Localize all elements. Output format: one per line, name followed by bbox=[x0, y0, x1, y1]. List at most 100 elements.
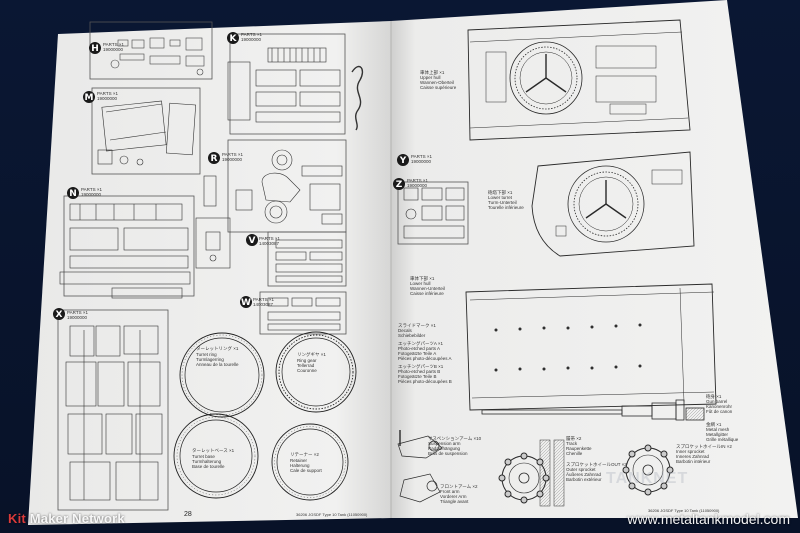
svg-text:K: K bbox=[230, 34, 238, 44]
svg-text:M: M bbox=[85, 93, 94, 103]
lower-hull-jp: 車体下部 ×1 bbox=[410, 275, 435, 282]
lower-hull-fr: Caisse inférieure bbox=[410, 291, 444, 296]
metal-mesh-jp: 金網 ×1 bbox=[706, 421, 722, 428]
right-page: Y Z PARTS ×1 19000000 PARTS ×1 19000000 … bbox=[391, 0, 798, 518]
track-en: Track bbox=[566, 441, 578, 446]
gun-barrel-jp: 砲身 ×1 bbox=[706, 393, 722, 400]
track-de: Raupenkette bbox=[566, 446, 592, 451]
pe-parts-b-fr: Pièces photo-découpées B bbox=[398, 379, 452, 384]
section-h-label: PARTS ×1 bbox=[103, 42, 124, 47]
suspension-arm-en: Suspension arm bbox=[428, 441, 461, 446]
section-v-badge: V bbox=[246, 234, 258, 246]
lower-hull-de: Wannen-Unterteil bbox=[410, 286, 445, 291]
lower-turret-jp: 砲塔下部 ×1 bbox=[488, 189, 513, 196]
section-h-badge: H bbox=[89, 42, 101, 54]
metal-mesh-en: Metal mesh bbox=[706, 427, 730, 432]
section-m-label: PARTS ×1 bbox=[97, 91, 118, 96]
turret-base-jp: ターレットベース ×1 bbox=[192, 447, 235, 454]
inner-sprocket-en: Inner sprocket bbox=[676, 449, 705, 454]
turret-base-de: Turmhalterung bbox=[192, 459, 222, 464]
section-r-badge: R bbox=[208, 152, 220, 164]
section-w-badge: W bbox=[240, 296, 252, 308]
section-x-code: 19000000 bbox=[67, 315, 88, 320]
turret-base-en: Turret base bbox=[192, 454, 215, 459]
left-page: H K M R N V W X PARTS ×1 19000000 PARTS … bbox=[28, 21, 391, 525]
inner-sprocket-jp: スプロケットホイールIN ×2 bbox=[676, 443, 732, 450]
pe-parts-a-de: Fotogeätzte Teile A bbox=[398, 351, 436, 356]
section-z-code: 19000000 bbox=[407, 183, 428, 188]
track-jp: 履帯 ×2 bbox=[566, 435, 582, 442]
decals-de: Schiebebilder bbox=[398, 333, 426, 338]
right-section-badges: Y Z bbox=[393, 154, 409, 190]
gun-barrel-de: Kanonenrohr bbox=[706, 404, 733, 409]
metal-mesh-de: Metallgitter bbox=[706, 432, 729, 437]
pe-parts-a-fr: Pièces photo-découpées A bbox=[398, 356, 452, 361]
left-part-labels: PARTS ×1 19000000 PARTS ×1 19000000 PART… bbox=[67, 32, 326, 473]
watermark-left-prefix: Kit bbox=[8, 511, 26, 526]
section-y-label: PARTS ×1 bbox=[411, 154, 432, 159]
section-k-label: PARTS ×1 bbox=[241, 32, 262, 37]
gun-barrel-en: Gun barrel bbox=[706, 399, 727, 404]
gun-barrel-drawing bbox=[481, 399, 705, 421]
svg-text:Z: Z bbox=[396, 180, 403, 190]
suspension-arm-drawing bbox=[397, 430, 443, 503]
suspension-arm-jp: サスペンションアーム ×10 bbox=[428, 436, 482, 442]
lower-turret-en: Lower turret bbox=[488, 195, 513, 200]
gun-barrel-fr: Fût de canon bbox=[706, 409, 733, 414]
turret-ring-en: Turret ring bbox=[196, 352, 217, 357]
section-z-label: PARTS ×1 bbox=[407, 178, 428, 183]
section-n-label: PARTS ×1 bbox=[81, 187, 102, 192]
turret-ring-jp: ターレットリング ×1 bbox=[196, 345, 239, 352]
ring-gear-fr: Couronne bbox=[297, 368, 317, 373]
turret-sprue-drawing bbox=[397, 181, 469, 245]
svg-text:X: X bbox=[56, 310, 63, 320]
ring-gear-en: Ring gear bbox=[297, 358, 317, 363]
turret-ring-fr: Anneau de la tourelle bbox=[196, 362, 239, 367]
retainer-de: Halterung bbox=[290, 463, 310, 468]
left-page-footer: 36206 JGSDF Type 10 Tank (11050900) bbox=[296, 512, 368, 517]
pe-parts-b-jp: エッチングパーツB ×1 bbox=[398, 363, 444, 370]
upper-hull-jp: 車体上部 ×1 bbox=[420, 69, 445, 76]
section-k-code: 19000000 bbox=[241, 37, 262, 42]
section-m-badge: M bbox=[83, 91, 95, 103]
inner-sprocket-fr: Barbotin intérieur bbox=[676, 459, 711, 464]
front-arm-fr: Triangle avant bbox=[440, 499, 469, 504]
svg-text:H: H bbox=[91, 44, 99, 54]
left-page-number: 28 bbox=[184, 511, 192, 518]
section-y-badge: Y bbox=[397, 154, 409, 166]
ring-gear-jp: リングギヤ ×1 bbox=[297, 351, 326, 358]
section-x-label: PARTS ×1 bbox=[67, 310, 88, 315]
decals-en: Decals bbox=[398, 328, 413, 333]
lower-turret-fr: Tourelle inférieure bbox=[488, 205, 524, 210]
section-n-code: 19000000 bbox=[81, 192, 102, 197]
section-k-badge: K bbox=[227, 32, 239, 44]
svg-text:W: W bbox=[241, 298, 251, 308]
pe-parts-b-de: Fotogeätzte Teile B bbox=[398, 374, 436, 379]
upper-hull-de: Wannen-Oberteil bbox=[420, 80, 454, 85]
turret-ring-de: Turmlagerring bbox=[196, 357, 224, 362]
svg-text:Y: Y bbox=[399, 156, 407, 166]
front-arm-de: Vorderer Arm bbox=[440, 494, 467, 499]
upper-hull-en: Upper hull bbox=[420, 75, 441, 80]
right-part-labels: PARTS ×1 19000000 PARTS ×1 19000000 車体上部… bbox=[398, 69, 739, 504]
suspension-arm-de: Radaufhängung bbox=[428, 446, 461, 451]
watermark-middle: TANKNET bbox=[606, 470, 689, 487]
section-v-label: PARTS ×1 bbox=[259, 236, 280, 241]
svg-text:V: V bbox=[249, 236, 256, 246]
upper-hull-drawing bbox=[467, 19, 691, 141]
inner-sprocket-de: Inneres Zahnrad bbox=[676, 454, 710, 459]
front-arm-jp: フロントアーム ×2 bbox=[440, 484, 478, 490]
lower-hull-en: Lower hull bbox=[410, 281, 431, 286]
watermark-right: www.metaltankmodel.com bbox=[627, 511, 790, 527]
section-w-label: PARTS ×1 bbox=[253, 297, 274, 302]
decals-jp: スライドマーク ×1 bbox=[398, 323, 436, 329]
sprocket-drawings bbox=[498, 444, 674, 504]
retainer-en: Retainer bbox=[290, 458, 308, 463]
front-arm-en: Front arm bbox=[440, 489, 460, 494]
pe-parts-a-jp: エッチングパーツA ×1 bbox=[398, 340, 444, 347]
outer-sprocket-en: Outer sprocket bbox=[566, 467, 596, 472]
lower-turret-de: Turm-Unterteil bbox=[488, 200, 517, 205]
retainer-fr: Cale de support bbox=[290, 468, 323, 473]
section-x-badge: X bbox=[53, 308, 65, 320]
lower-hull-drawing bbox=[465, 283, 717, 411]
